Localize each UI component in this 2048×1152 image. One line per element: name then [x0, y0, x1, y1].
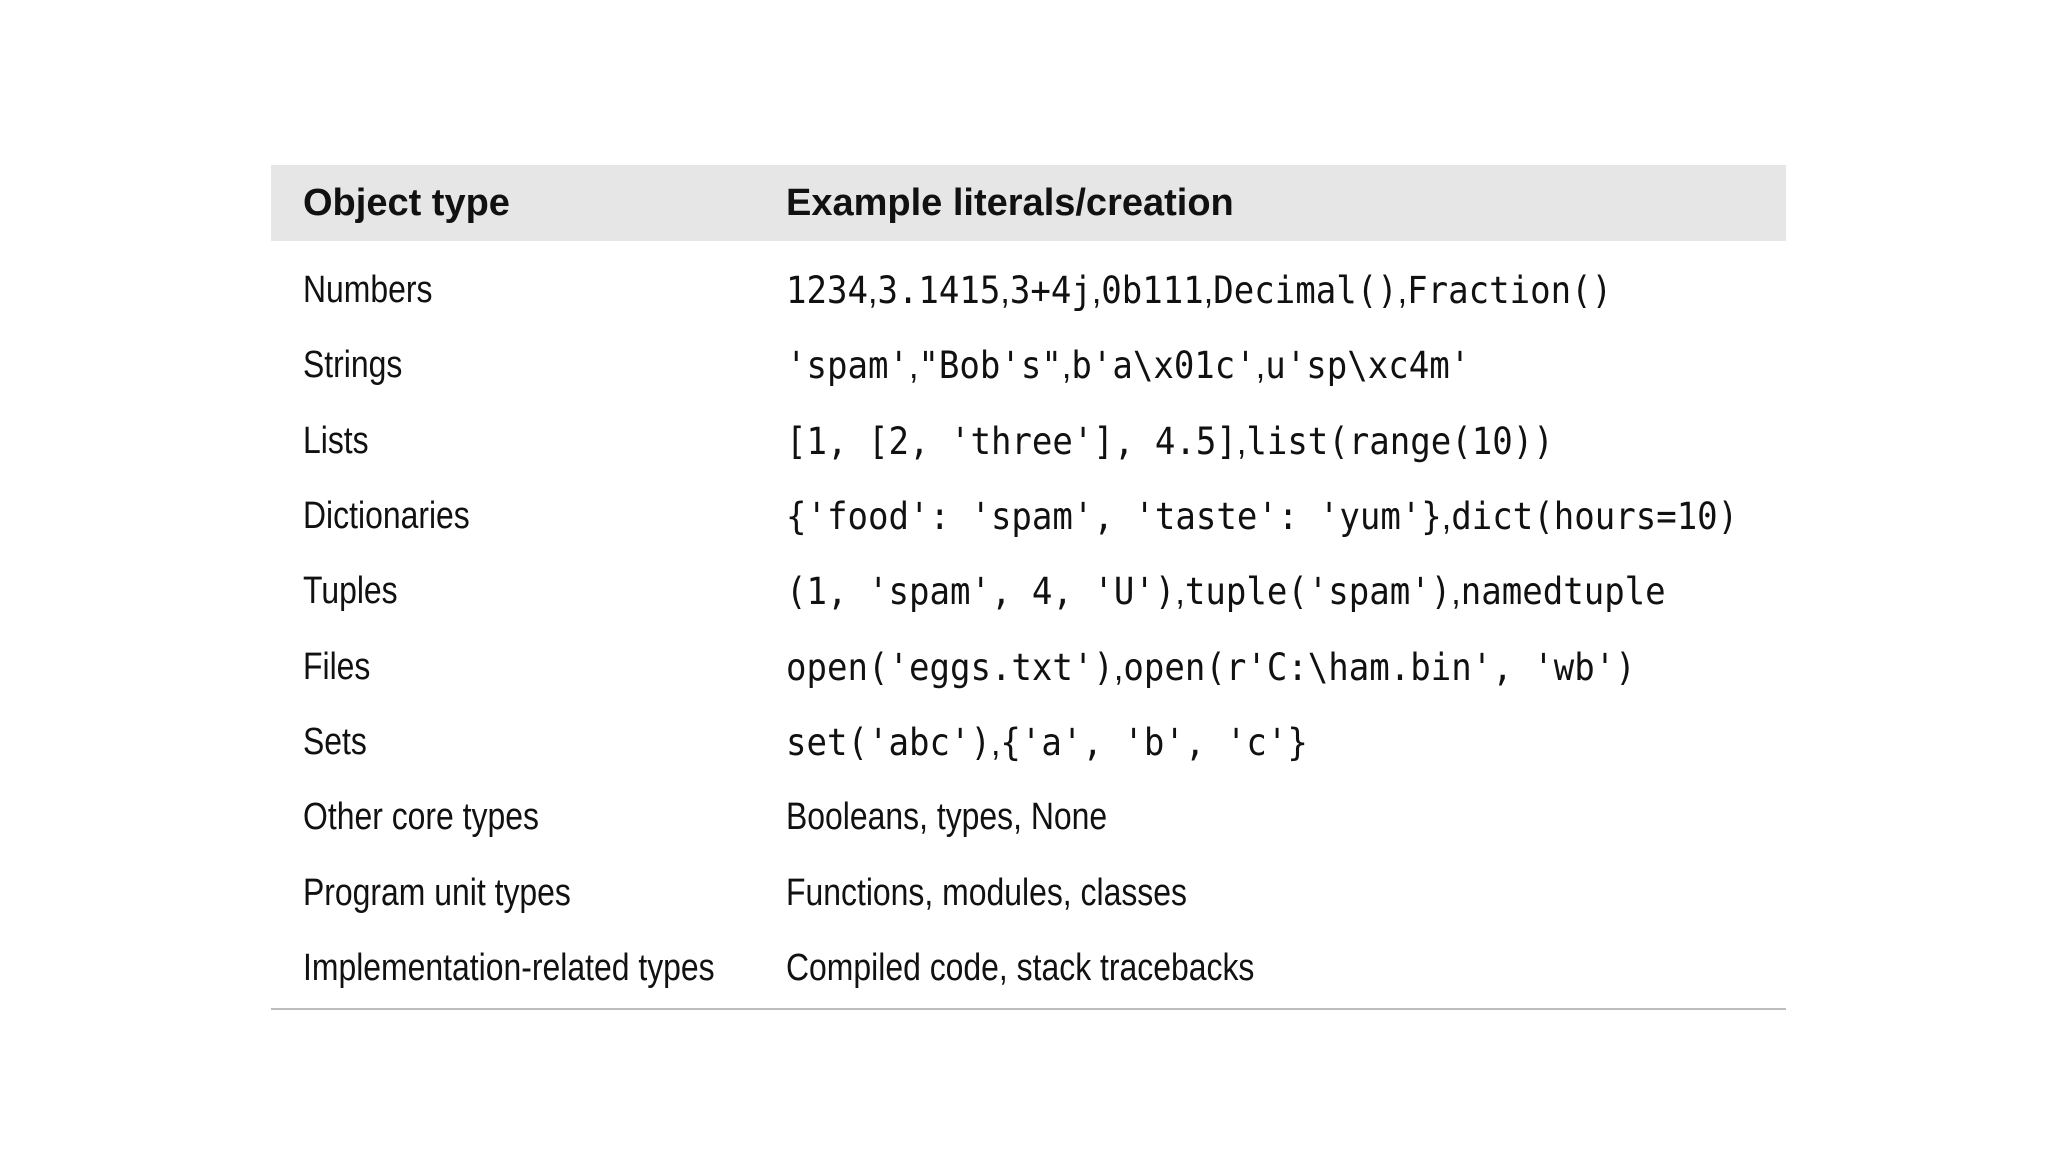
- comma-separator: ,: [1255, 345, 1266, 387]
- cell-examples: 1234,3.1415,3+4j,0b111,Decimal(),Fractio…: [786, 269, 1786, 312]
- example-literal: 'spam': [786, 344, 909, 388]
- table-row: Implementation-related types Compiled cod…: [271, 931, 1786, 1006]
- example-literal: (1, 'spam', 4, 'U'): [786, 570, 1176, 614]
- cell-examples: open('eggs.txt'),open(r'C:\ham.bin', 'wb…: [786, 646, 1786, 689]
- table-row: Files open('eggs.txt'),open(r'C:\ham.bin'…: [271, 629, 1786, 704]
- object-type-label: Implementation-related types: [303, 946, 715, 989]
- table-row: Lists [1, [2, 'three'], 4.5],list(range(1…: [271, 404, 1786, 479]
- table-header: Object type Example literals/creation: [271, 165, 1786, 241]
- object-type-label: Program unit types: [303, 871, 571, 914]
- cell-examples: {'food': 'spam', 'taste': 'yum'},dict(ho…: [786, 495, 1821, 538]
- cell-object-type: Other core types: [271, 796, 786, 839]
- example-literal: 1234: [786, 269, 868, 313]
- header-cell-object-type: Object type: [271, 182, 786, 225]
- example-literal: Decimal(): [1213, 269, 1398, 313]
- example-code-group: (1, 'spam', 4, 'U'),tuple('spam'),namedt…: [786, 570, 1666, 613]
- comma-separator: ,: [1397, 270, 1408, 312]
- header-cell-examples: Example literals/creation: [786, 182, 1786, 225]
- example-code-group: set('abc'),{'a', 'b', 'c'}: [786, 721, 1308, 764]
- table-row: Dictionaries {'food': 'spam', 'taste': 'y…: [271, 479, 1786, 554]
- cell-examples: Compiled code, stack tracebacks: [786, 947, 1786, 990]
- cell-object-type: Numbers: [271, 269, 786, 312]
- object-types-table: Object type Example literals/creation Nu…: [271, 165, 1786, 1010]
- cell-examples: [1, [2, 'three'], 4.5],list(range(10)): [786, 420, 1786, 463]
- table-row: Tuples (1, 'spam', 4, 'U'),tuple('spam'),…: [271, 554, 1786, 629]
- comma-separator: ,: [1113, 646, 1124, 688]
- object-type-label: Lists: [303, 419, 369, 462]
- cell-examples: (1, 'spam', 4, 'U'),tuple('spam'),namedt…: [786, 570, 1786, 613]
- example-literal: "Bob's": [918, 344, 1062, 388]
- comma-separator: ,: [1441, 496, 1452, 538]
- object-type-label: Numbers: [303, 269, 433, 312]
- example-code-group: 'spam',"Bob's",b'a\x01c',u'sp\xc4m': [786, 344, 1470, 387]
- example-text: Compiled code, stack tracebacks: [786, 946, 1255, 989]
- header-label-object-type: Object type: [303, 181, 510, 224]
- table-row: Sets set('abc'),{'a', 'b', 'c'}: [271, 705, 1786, 780]
- example-literal: b'a\x01c': [1071, 344, 1256, 388]
- object-type-label: Strings: [303, 344, 403, 387]
- cell-examples: 'spam',"Bob's",b'a\x01c',u'sp\xc4m': [786, 344, 1786, 387]
- example-text: Booleans, types, None: [786, 796, 1108, 839]
- cell-object-type: Tuples: [271, 570, 786, 613]
- example-literal: tuple('spam'): [1184, 570, 1452, 614]
- comma-separator: ,: [1061, 345, 1072, 387]
- cell-examples: set('abc'),{'a', 'b', 'c'}: [786, 721, 1786, 764]
- cell-object-type: Program unit types: [271, 872, 786, 915]
- comma-separator: ,: [908, 345, 919, 387]
- cell-object-type: Sets: [271, 721, 786, 764]
- cell-object-type: Implementation-related types: [271, 947, 786, 990]
- cell-object-type: Files: [271, 646, 786, 689]
- cell-object-type: Dictionaries: [271, 495, 786, 538]
- example-code-group: {'food': 'spam', 'taste': 'yum'},dict(ho…: [786, 495, 1738, 538]
- table-row: Other core types Booleans, types, None: [271, 780, 1786, 855]
- object-type-label: Other core types: [303, 796, 539, 839]
- example-text: Functions, modules, classes: [786, 871, 1187, 914]
- example-code-group: 1234,3.1415,3+4j,0b111,Decimal(),Fractio…: [786, 269, 1612, 312]
- object-type-label: Tuples: [303, 570, 398, 613]
- object-type-label: Sets: [303, 720, 367, 763]
- comma-separator: ,: [867, 270, 878, 312]
- comma-separator: ,: [1236, 420, 1247, 462]
- comma-separator: ,: [1175, 571, 1185, 613]
- example-literal: {'a', 'b', 'c'}: [1000, 720, 1308, 764]
- table-row: Program unit types Functions, modules, cl…: [271, 855, 1786, 930]
- header-label-examples: Example literals/creation: [786, 181, 1234, 224]
- example-literal: 3.1415: [877, 269, 1001, 313]
- example-literal: 0b111: [1101, 269, 1204, 313]
- example-literal: [1, [2, 'three'], 4.5]: [786, 419, 1237, 463]
- comma-separator: ,: [990, 721, 1001, 763]
- example-literal: open(r'C:\ham.bin', 'wb'): [1123, 645, 1636, 689]
- example-code-group: open('eggs.txt'),open(r'C:\ham.bin', 'wb…: [786, 646, 1636, 689]
- example-literal: Fraction(): [1407, 269, 1613, 313]
- cell-object-type: Lists: [271, 420, 786, 463]
- cell-object-type: Strings: [271, 344, 786, 387]
- example-literal: set('abc'): [786, 720, 991, 764]
- cell-examples: Functions, modules, classes: [786, 872, 1786, 915]
- cell-examples: Booleans, types, None: [786, 796, 1786, 839]
- object-type-label: Files: [303, 645, 371, 688]
- example-literal: {'food': 'spam', 'taste': 'yum'}: [786, 495, 1442, 539]
- example-literal: dict(hours=10): [1451, 495, 1739, 539]
- table-row: Strings'spam',"Bob's",b'a\x01c',u'sp\xc4…: [271, 328, 1786, 403]
- comma-separator: ,: [1000, 270, 1010, 312]
- object-type-label: Dictionaries: [303, 495, 470, 538]
- example-literal: u'sp\xc4m': [1265, 344, 1471, 388]
- comma-separator: ,: [1203, 270, 1214, 312]
- example-literal: namedtuple: [1460, 570, 1666, 614]
- example-literal: list(range(10)): [1246, 419, 1554, 463]
- example-code-group: [1, [2, 'three'], 4.5],list(range(10)): [786, 420, 1554, 463]
- comma-separator: ,: [1451, 571, 1461, 613]
- example-literal: 3+4j: [1009, 269, 1092, 313]
- example-literal: open('eggs.txt'): [786, 645, 1114, 689]
- comma-separator: ,: [1091, 270, 1102, 312]
